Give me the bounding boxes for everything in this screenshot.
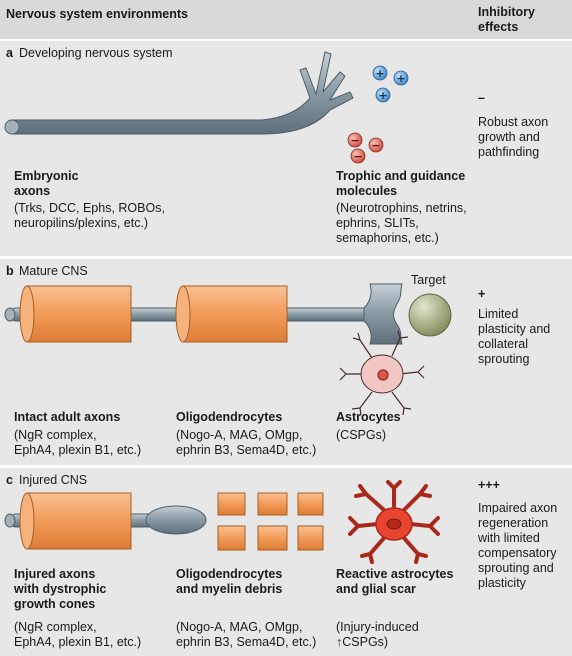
- panel-b-col3-sub: (CSPGs): [336, 428, 386, 442]
- panel-b-col1-sub: (NgR complex, EphA4, plexin B1, etc.): [14, 428, 142, 457]
- panel-a-effect-symbol: –: [478, 91, 485, 105]
- myelin-debris-icon: [217, 492, 324, 551]
- panel-c-letter: c: [6, 473, 13, 487]
- panel-c-col1-sub: (NgR complex, EphA4, plexin B1, etc.): [14, 620, 142, 649]
- target-label: Target: [411, 273, 446, 287]
- panel-b-col3-title: Astrocytes: [336, 410, 401, 424]
- panel-c-col1-title: Injured axons with dystrophic growth con…: [14, 567, 107, 611]
- panel-a-effect-text: Robust axon growth and pathfinding: [478, 115, 549, 159]
- header-bar: [0, 0, 572, 39]
- panel-a-col3-title: Trophic and guidance molecules: [336, 169, 466, 198]
- reactive-astrocyte-icon: [348, 480, 440, 564]
- panel-a: [0, 41, 572, 256]
- panel-a-col1-sub: (Trks, DCC, Ephs, ROBOs, neuropilins/ple…: [14, 201, 165, 230]
- astrocyte-icon: [339, 330, 425, 416]
- panel-b-effect-symbol: +: [478, 287, 486, 301]
- panel-b-letter: b: [6, 264, 14, 278]
- svg-text:+: +: [378, 89, 387, 102]
- panel-a-title: Developing nervous system: [19, 46, 173, 60]
- svg-text:−: −: [350, 134, 359, 147]
- panel-c-col3-title: Reactive astrocytes and glial scar: [336, 567, 454, 596]
- panel-c-col2-sub: (Nogo-A, MAG, OMgp, ephrin B3, Sema4D, e…: [176, 620, 317, 649]
- panel-a-col1-title: Embryonic axons: [14, 169, 79, 198]
- svg-text:+: +: [375, 67, 384, 80]
- panel-b-title: Mature CNS: [19, 264, 88, 278]
- svg-text:+: +: [396, 72, 405, 85]
- header-environments: Nervous system environments: [6, 7, 189, 21]
- panel-a-col3-sub: (Neurotrophins, netrins, ephrins, SLITs,…: [336, 201, 467, 245]
- target-cell-icon: [408, 293, 452, 337]
- embryonic-axon-icon: [4, 51, 354, 135]
- negative-charge-icons: − − −: [347, 132, 384, 164]
- panel-c-effect-symbol: +++: [478, 478, 500, 492]
- positive-charge-icons: + + +: [372, 65, 409, 103]
- panel-c-title: Injured CNS: [19, 473, 88, 487]
- panel-b-col2-sub: (Nogo-A, MAG, OMgp, ephrin B3, Sema4D, e…: [176, 428, 317, 457]
- panel-c-col3-sub: (Injury-induced ↑CSPGs): [336, 620, 419, 649]
- panel-c-effect-text: Impaired axon regeneration with limited …: [478, 501, 558, 590]
- svg-text:−: −: [371, 139, 380, 152]
- panel-c-col2-title: Oligodendrocytes and myelin debris: [176, 567, 283, 596]
- panel-b-col2-title: Oligodendrocytes: [176, 410, 283, 424]
- header-inhibitory-effects: Inhibitory effects: [478, 5, 535, 34]
- panel-b-col1-title: Intact adult axons: [14, 410, 121, 424]
- myelin-sheath-injured-icon: [19, 492, 132, 550]
- svg-text:−: −: [353, 150, 362, 163]
- myelin-sheath-icons: [19, 285, 288, 343]
- panel-b-effect-text: Limited plasticity and collateral sprout…: [478, 307, 551, 366]
- panel-a-letter: a: [6, 46, 13, 60]
